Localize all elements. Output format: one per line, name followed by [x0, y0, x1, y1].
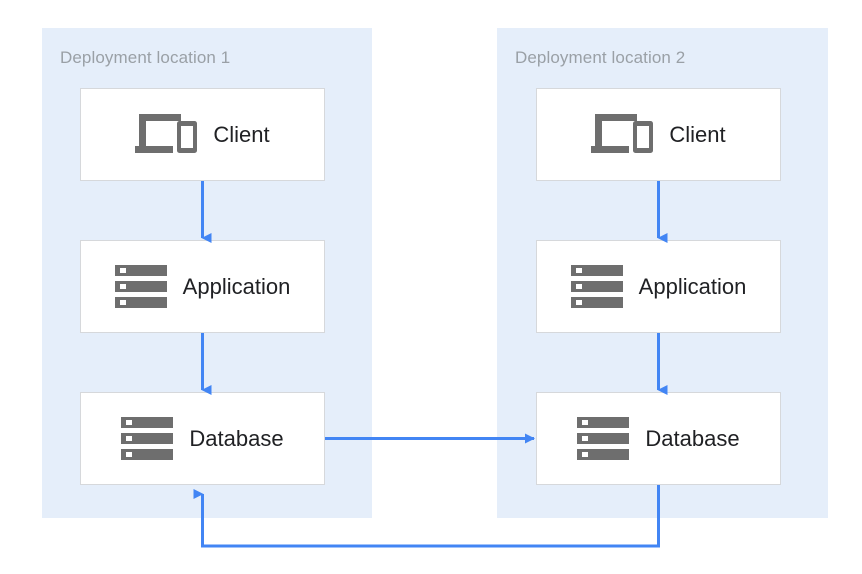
server-icon: [577, 416, 630, 461]
node-application-1-label: Application: [182, 273, 291, 299]
node-database-1[interactable]: Database: [80, 392, 325, 485]
node-application-1[interactable]: Application: [80, 240, 325, 333]
node-application-2[interactable]: Application: [536, 240, 781, 333]
zone-1-label: Deployment location 1: [60, 48, 231, 67]
server-icon: [570, 264, 623, 309]
node-database-1-label: Database: [189, 425, 284, 451]
node-client-1-label: Client: [213, 121, 270, 147]
node-database-2-label: Database: [645, 425, 740, 451]
server-icon: [121, 416, 174, 461]
devices-icon: [135, 110, 198, 160]
server-icon: [114, 264, 167, 309]
devices-icon: [591, 110, 654, 160]
node-client-1[interactable]: Client: [80, 88, 325, 181]
node-database-2[interactable]: Database: [536, 392, 781, 485]
node-client-2-label: Client: [669, 121, 726, 147]
node-client-2[interactable]: Client: [536, 88, 781, 181]
node-application-2-label: Application: [638, 273, 747, 299]
zone-2-label: Deployment location 2: [515, 48, 686, 67]
